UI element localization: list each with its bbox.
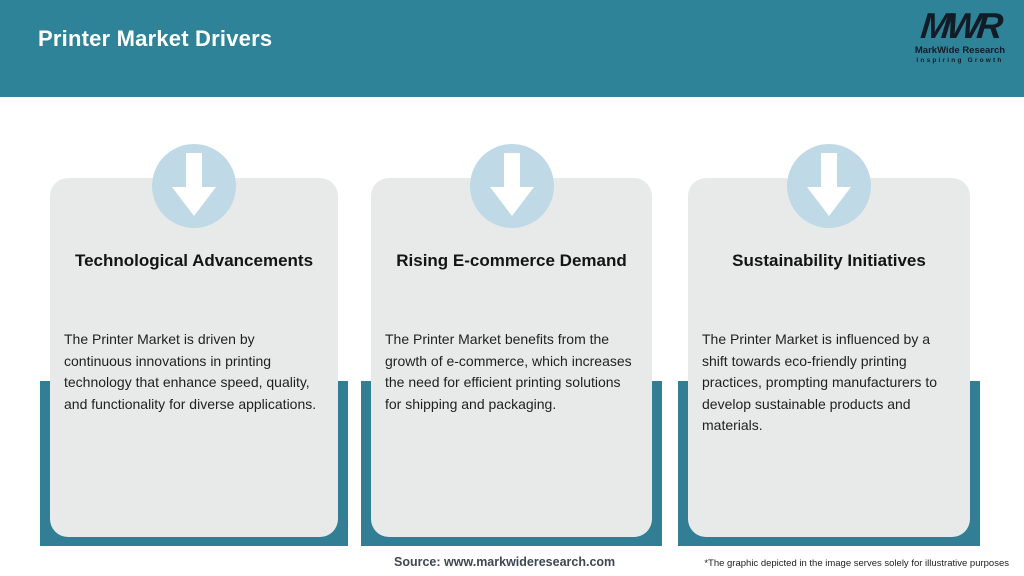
card-description: The Printer Market is driven by continuo… [64,331,317,412]
logo-tagline: Inspiring Growth [916,56,1004,64]
disclaimer-text: *The graphic depicted in the image serve… [704,558,1009,569]
header-band: Printer Market Drivers MWR MarkWide Rese… [0,0,1024,97]
page-title: Printer Market Drivers [38,26,273,51]
markwide-research-logo: MWR MarkWide Research Inspiring Growth [908,5,1012,64]
driver-column-sustainability-initiatives: Sustainability Initiatives The Printer M… [678,144,980,546]
driver-card: Rising E-commerce Demand The Printer Mar… [371,178,652,537]
down-arrow-icon [172,153,216,216]
card-title: Technological Advancements [74,251,314,270]
down-arrow-icon [489,153,534,216]
card-title: Rising E-commerce Demand [396,251,627,270]
card-description: The Printer Market benefits from the gro… [385,331,632,412]
driver-card: Technological Advancements The Printer M… [50,178,338,537]
card-description: The Printer Market is influenced by a sh… [702,331,937,433]
source-text: Source: www.markwideresearch.com [394,555,616,569]
arrow-badge [787,144,871,228]
driver-card: Sustainability Initiatives The Printer M… [688,178,970,537]
logo-name: MarkWide Research [914,45,1006,56]
card-title: Sustainability Initiatives [732,251,926,270]
driver-column-rising-ecommerce-demand: Rising E-commerce Demand The Printer Mar… [361,144,662,546]
driver-column-technological-advancements: Technological Advancements The Printer M… [40,144,348,546]
logo-monogram: MWR [918,5,1002,46]
arrow-badge [469,144,554,228]
arrow-badge [152,144,236,228]
down-arrow-icon [807,153,851,216]
